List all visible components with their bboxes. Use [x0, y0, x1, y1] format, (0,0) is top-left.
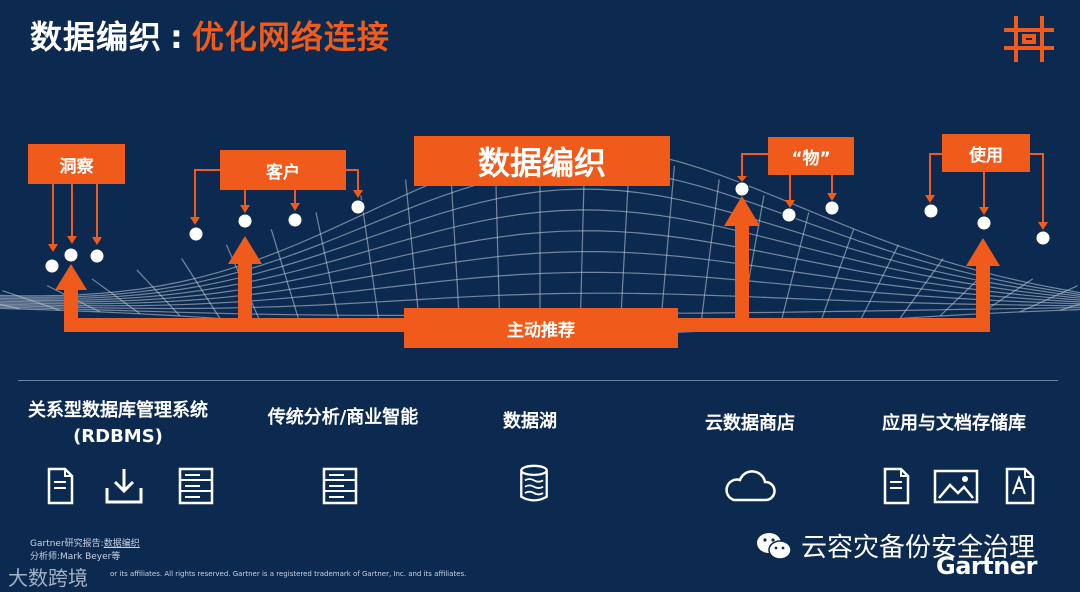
- page-title: 数据编织:优化网络连接: [30, 12, 390, 58]
- wechat-account-name: 云容灾备份安全治理: [801, 533, 1036, 563]
- category-things: “物”: [768, 137, 854, 175]
- cloud-icon: [725, 470, 776, 502]
- gartner-logo: Gartner: [936, 552, 1037, 580]
- document-icon: [883, 467, 910, 505]
- mesh-line: [899, 258, 944, 319]
- title-main: 数据编织: [30, 18, 163, 56]
- wechat-watermark: 云容灾备份安全治理: [755, 527, 1035, 564]
- mesh-line: [360, 195, 381, 330]
- connector-arrowheads: [48, 176, 1048, 252]
- mesh-line: [859, 244, 899, 322]
- category-usage: 使用: [942, 134, 1030, 172]
- title-separator: :: [170, 18, 184, 56]
- active-recommendation-label: 主动推荐: [404, 308, 678, 348]
- mesh-line: [819, 228, 855, 325]
- mesh-line: [136, 269, 181, 317]
- mesh-line: [449, 165, 461, 334]
- watermark-left: 大数跨境: [8, 566, 88, 590]
- download-tray-icon: [105, 469, 143, 504]
- analyst-note: 分析师:Mark Beyer等: [30, 552, 121, 562]
- mesh-line: [405, 179, 421, 332]
- wechat-icon: [757, 532, 792, 560]
- text-document-icon: [1005, 467, 1035, 505]
- document-icon: [47, 467, 74, 505]
- server-stack-icon: [322, 467, 358, 505]
- mesh-line: [270, 229, 301, 324]
- mesh-line: [2, 290, 61, 311]
- section-divider: [18, 380, 1058, 381]
- mesh-line: [315, 212, 341, 327]
- copyright-note: or its affiliates. All rights reserved. …: [110, 570, 467, 578]
- repo-docs-label: 应用与文档存储库: [882, 413, 1026, 434]
- category-insight: 洞察: [28, 144, 125, 184]
- image-icon: [933, 469, 979, 504]
- category-customer: 客户: [220, 150, 346, 190]
- mesh-line: [0, 303, 21, 310]
- repo-rdbms-label: 关系型数据库管理系统 (RDBMS): [28, 400, 208, 447]
- mesh-line: [699, 179, 720, 332]
- mesh-line: [1059, 303, 1080, 311]
- server-stack-icon: [178, 467, 214, 505]
- recommendation-flow: [55, 196, 1000, 332]
- repo-bi-label: 传统分析/商业智能: [267, 407, 419, 428]
- mesh-line: [181, 258, 221, 319]
- mesh-line: [91, 278, 141, 315]
- source-report-link[interactable]: 数据编织: [103, 539, 140, 549]
- database-lake-icon: [520, 464, 548, 502]
- repo-cloud-label: 云数据商店: [705, 413, 795, 434]
- data-fabric-label: 数据编织: [414, 136, 670, 186]
- mesh-line: [1019, 285, 1078, 313]
- hash-logo-icon: [1004, 16, 1054, 62]
- data-nodes: [44, 181, 1051, 274]
- repo-lake-label: 数据湖: [503, 411, 557, 432]
- mesh-line: [779, 212, 810, 327]
- title-accent: 优化网络连接: [191, 18, 390, 56]
- source-note: Gartner研究报告:数据编织: [30, 539, 140, 549]
- mesh-line: [659, 165, 675, 334]
